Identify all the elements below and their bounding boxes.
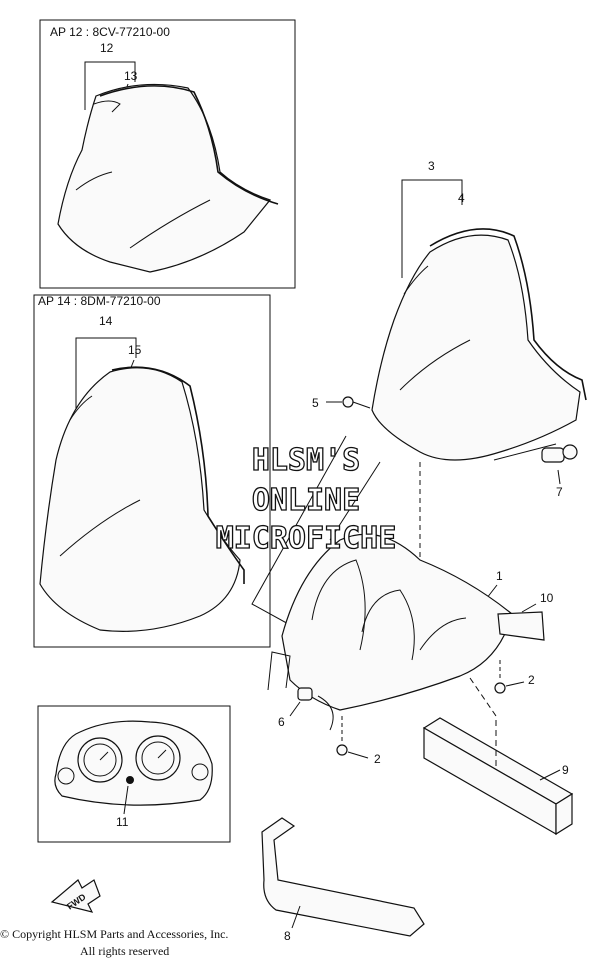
callout-8: 8 (284, 929, 291, 943)
windshield-main: 3 4 5 7 (312, 159, 587, 499)
watermark-line-3: MICROFICHE (216, 521, 397, 556)
watermark: HLSM'S ONLINE MICROFICHE (215, 442, 397, 556)
part-10: 10 (497, 591, 554, 641)
foam-block-9: 9 (422, 677, 574, 836)
callout-13: 13 (124, 69, 138, 83)
callout-11: 11 (116, 815, 129, 829)
alt-part-box-14: AP 14 : 8DM-77210-00 14 15 (33, 294, 271, 648)
callout-1: 1 (496, 569, 503, 583)
alt-part-box-12: AP 12 : 8CV-77210-00 12 13 (39, 19, 296, 289)
callout-2-left: 2 (374, 752, 381, 766)
callout-12: 12 (100, 41, 114, 55)
screw-2-right: 2 (494, 660, 535, 694)
copyright-line-1: © Copyright HLSM Parts and Accessories, … (0, 927, 229, 941)
windshield-14 (39, 366, 245, 632)
callout-3: 3 (428, 159, 435, 173)
callout-9: 9 (562, 763, 569, 777)
bracket-8: 8 (261, 817, 425, 943)
callout-6: 6 (278, 715, 285, 729)
screw-5 (342, 396, 371, 409)
callout-14: 14 (99, 314, 113, 328)
watermark-line-2: ONLINE (252, 483, 360, 518)
copyright-notice: © Copyright HLSM Parts and Accessories, … (0, 926, 270, 960)
screw-2-left: 2 (336, 716, 381, 766)
cowling-assembly: 1 (267, 533, 513, 731)
callout-7: 7 (556, 485, 563, 499)
grommet-6: 6 (278, 687, 313, 729)
fwd-arrow-icon: FWD (50, 879, 101, 913)
windshield-12 (57, 83, 279, 273)
callout-5: 5 (312, 396, 319, 410)
copyright-line-2: All rights reserved (80, 944, 170, 958)
meter-panel-box: 11 (37, 705, 231, 843)
box-title-12: AP 12 : 8CV-77210-00 (50, 25, 170, 39)
box-title-14: AP 14 : 8DM-77210-00 (38, 294, 161, 308)
nut-7 (541, 444, 578, 463)
watermark-line-1: HLSM'S (252, 443, 360, 478)
callout-2-right: 2 (528, 673, 535, 687)
callout-10: 10 (540, 591, 554, 605)
callout-15: 15 (128, 343, 142, 357)
